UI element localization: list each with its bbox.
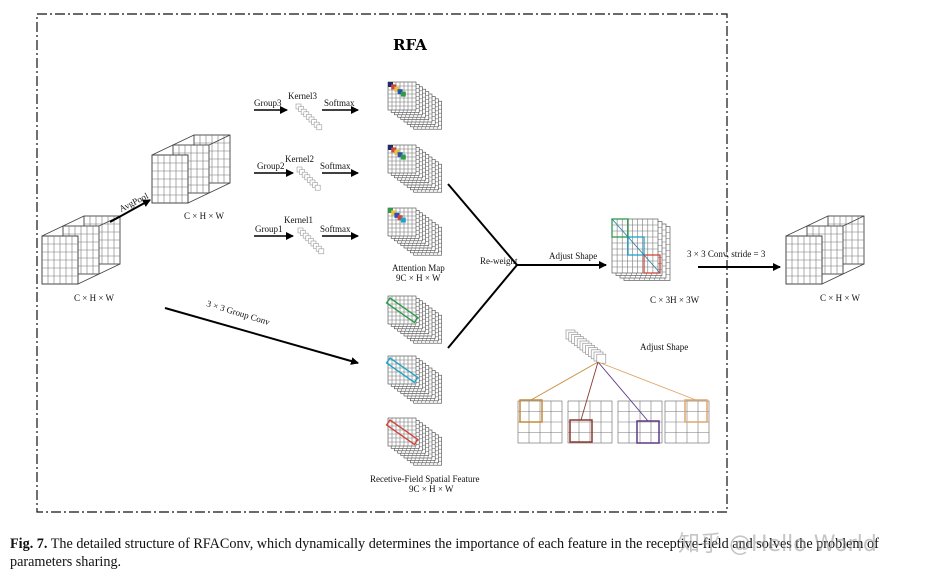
softmax2-label: Softmax [320, 161, 351, 171]
input-dims-label: C × H × W [74, 293, 114, 303]
attention-map-label: Attention Map [392, 263, 445, 273]
group3-label: Group3 [254, 98, 282, 108]
pooled-dims-label: C × H × W [184, 211, 224, 221]
attention-map-2 [387, 144, 442, 193]
kernel1-label: Kernel1 [284, 215, 313, 225]
pooled-tensor [151, 134, 231, 204]
spatial-feature-3 [385, 417, 442, 466]
adjusted-dims-label: C × 3H × 3W [650, 295, 700, 305]
adjust-shape-inset-label: Adjust Shape [640, 342, 688, 352]
spatial-feature-2 [385, 355, 442, 404]
receptive-dims-label: 9C × H × W [409, 484, 454, 494]
reweight-branch-top [447, 183, 518, 266]
reweight-label: Re-weight [480, 256, 518, 266]
rfa-title: RFA [393, 36, 427, 54]
figure-caption: Fig. 7. The detailed structure of RFACon… [10, 535, 930, 571]
softmax1-label: Softmax [320, 224, 351, 234]
avgpool-arrow [109, 199, 151, 223]
attention-map-3 [387, 207, 442, 256]
softmax3-label: Softmax [324, 98, 355, 108]
receptive-feature-label: Recetive-Field Spatial Feature [370, 474, 479, 484]
attention-dims-label: 9C × H × W [396, 273, 441, 283]
caption-label: Fig. 7. [10, 536, 48, 552]
input-tensor [41, 215, 121, 285]
kernel3-label: Kernel3 [288, 91, 317, 101]
kernel-chain-3 [295, 103, 323, 131]
attention-map-1 [387, 81, 442, 130]
kernel2-label: Kernel2 [285, 154, 314, 164]
adjusted-tensor [611, 218, 671, 281]
caption-text: The detailed structure of RFAConv, which… [10, 536, 879, 570]
kernel-chain-2 [296, 166, 321, 191]
kernel-chain-1 [297, 227, 325, 255]
group-conv-arrow [164, 307, 359, 365]
output-dims-label: C × H × W [820, 293, 860, 303]
adjust-shape-inset [517, 329, 710, 444]
group1-label: Group1 [255, 224, 283, 234]
group2-label: Group2 [257, 161, 285, 171]
rfa-frame [36, 13, 728, 513]
output-tensor [785, 215, 865, 285]
rfaconv-diagram: RFA C × H × W AvgPool C × H × W Group3 K… [36, 13, 865, 513]
reweight-branch-bottom [447, 264, 518, 349]
zhihu-watermark: 知乎 @Hello World [678, 532, 877, 557]
spatial-feature-1 [385, 295, 442, 344]
adjust-shape-label: Adjust Shape [549, 251, 597, 261]
conv-stride-label: 3 × 3 Conv, stride = 3 [687, 249, 766, 259]
